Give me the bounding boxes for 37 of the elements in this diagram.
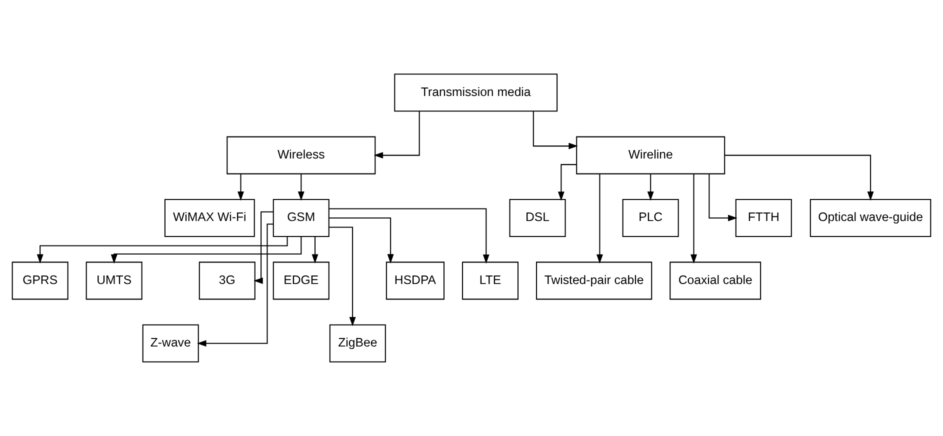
node-box: Wireline — [576, 136, 726, 174]
node-box: Coaxial cable — [670, 262, 762, 300]
arrow — [374, 111, 420, 159]
node-box: LTE — [462, 262, 519, 300]
node-box: HSDPA — [386, 262, 445, 300]
node-box: DSL — [509, 198, 566, 238]
node-box: Twisted-pair cable — [536, 262, 652, 300]
arrow — [197, 224, 274, 347]
node-box: WiMAX Wi-Fi — [164, 198, 255, 238]
node-box: UMTS — [86, 262, 142, 300]
arrow — [238, 174, 244, 201]
arrow — [312, 236, 318, 264]
arrow — [329, 208, 490, 264]
arrow — [36, 236, 288, 264]
node-box: Optical wave-guide — [810, 198, 932, 238]
node-box: GPRS — [12, 262, 68, 300]
node-box: GSM — [272, 198, 330, 238]
node-box: Wireless — [226, 136, 376, 174]
node-box: FTTH — [735, 198, 792, 238]
arrow — [328, 226, 356, 326]
node-box: EDGE — [272, 262, 330, 300]
arrow — [647, 174, 654, 201]
node-box: PLC — [622, 198, 679, 238]
node-box: 3G — [198, 262, 256, 300]
arrow — [708, 174, 738, 222]
node-box: ZigBee — [329, 324, 386, 362]
arrow — [690, 174, 697, 264]
arrow — [298, 174, 304, 201]
arrow — [328, 217, 394, 264]
arrow — [558, 164, 576, 201]
node-box: Transmission media — [394, 74, 558, 112]
arrow — [596, 174, 603, 264]
arrow — [724, 154, 874, 201]
arrow — [110, 236, 302, 264]
node-box: Z-wave — [142, 324, 199, 362]
arrow — [532, 111, 578, 150]
arrow — [254, 211, 274, 284]
